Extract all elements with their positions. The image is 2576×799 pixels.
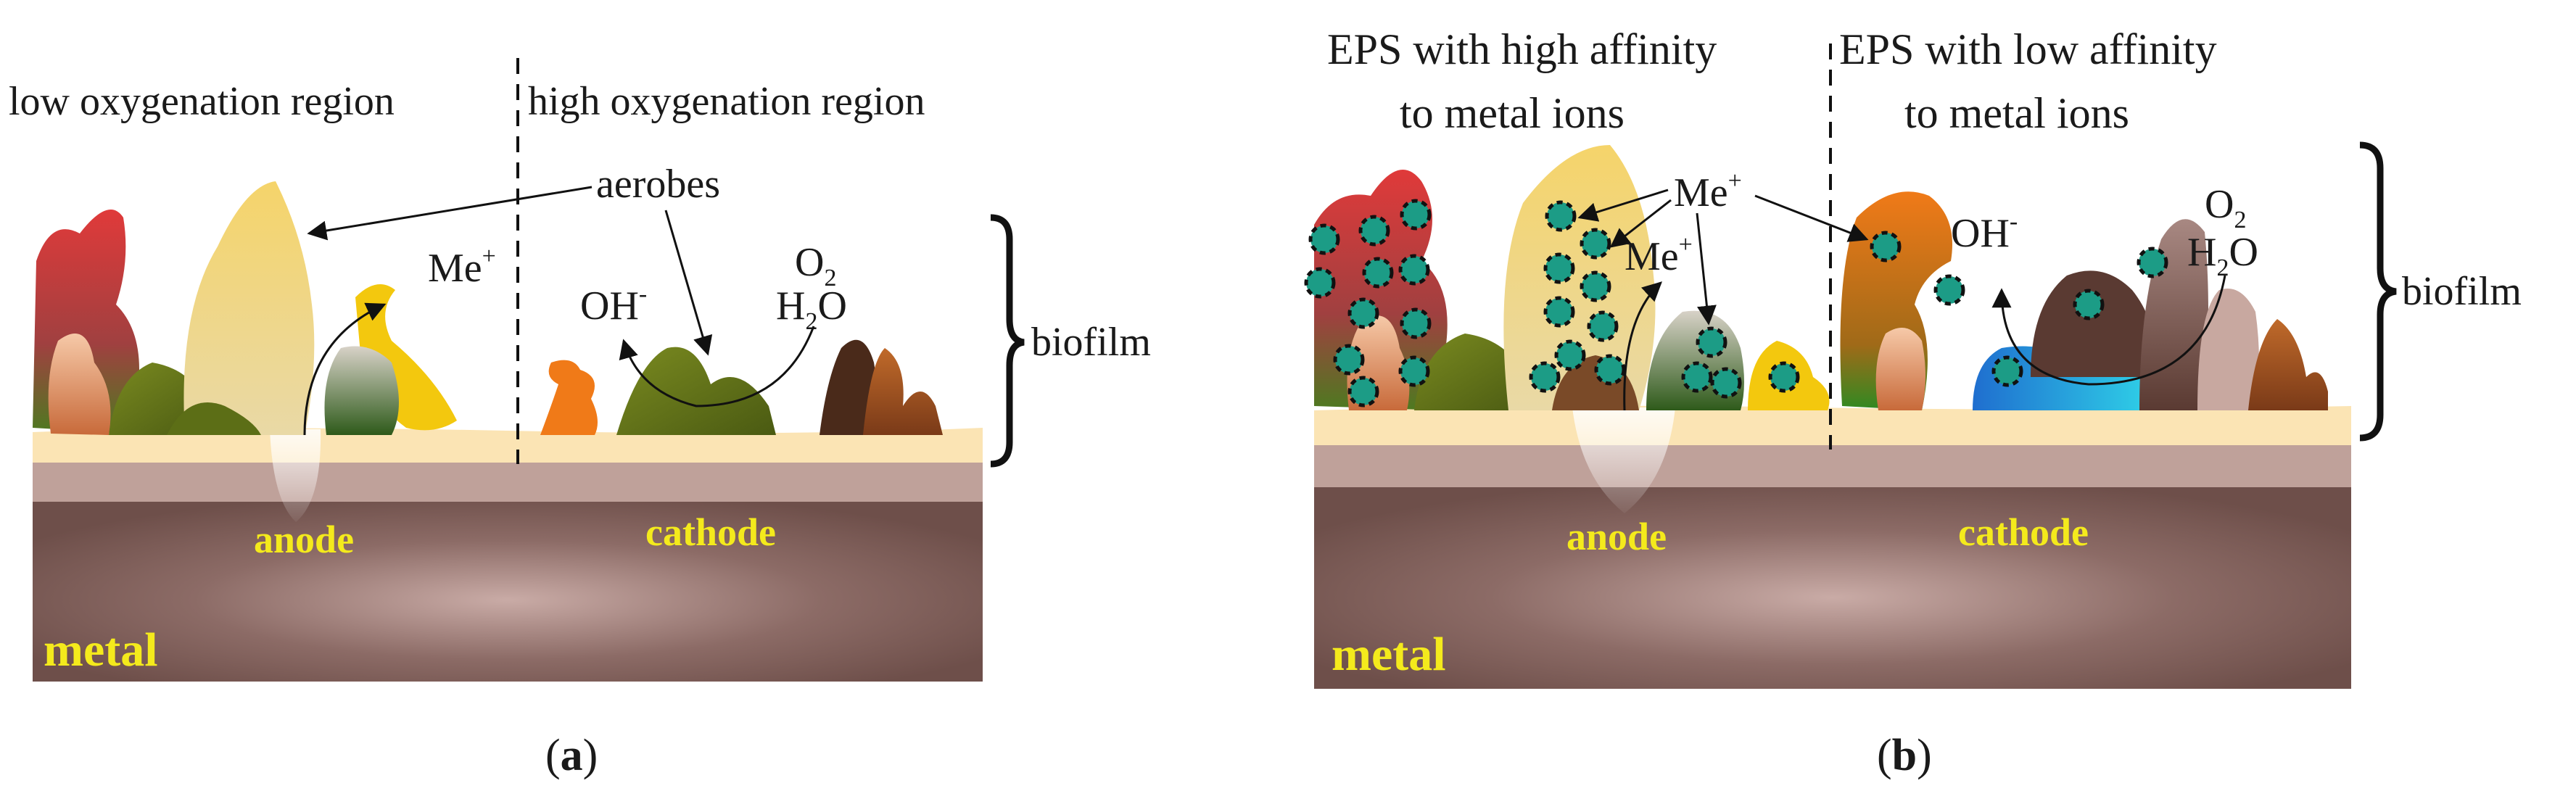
metal-ion-dot bbox=[1347, 376, 1379, 407]
anode-label-a: anode bbox=[254, 518, 354, 561]
microbe-peach-a bbox=[48, 334, 111, 435]
microbe-orange-a bbox=[540, 360, 598, 435]
metal-ion-dot bbox=[1933, 274, 1965, 306]
hydroxide-label-a: OH- bbox=[580, 281, 647, 328]
water-label-a: H2O bbox=[776, 283, 847, 335]
metal-ion-dot bbox=[1543, 252, 1575, 284]
caption-a: (a) bbox=[545, 731, 598, 780]
aerobes-arrow-right bbox=[664, 210, 713, 356]
metal-ion-label-b-2: Me+ bbox=[1625, 231, 1693, 279]
metal-ion-dot bbox=[1594, 354, 1626, 386]
metal-ion-dot bbox=[1545, 200, 1577, 232]
metal-ion-dot bbox=[1554, 339, 1586, 371]
metal-ion-label-b: Me+ bbox=[1674, 167, 1742, 215]
microbe-mauve-dark-b bbox=[2031, 270, 2155, 377]
metal-ion-dot bbox=[1398, 355, 1430, 387]
passive-layer-a bbox=[33, 461, 983, 502]
water-label-b: H2O bbox=[2187, 230, 2258, 281]
microbe-rust-b bbox=[2248, 319, 2328, 410]
anode-label-b: anode bbox=[1566, 515, 1667, 558]
microbe-olive-right-a bbox=[616, 347, 776, 435]
microbe-olive-a bbox=[167, 402, 261, 435]
anode-pit-b bbox=[1572, 407, 1675, 513]
biofilm-label-b: biofilm bbox=[2402, 269, 2522, 314]
metal-substrate-a bbox=[33, 500, 983, 682]
metal-ion-dot bbox=[1681, 361, 1713, 393]
microbe-grey-a bbox=[324, 346, 399, 435]
metal-ion-dot bbox=[1308, 223, 1340, 255]
me-arrow-3 bbox=[1696, 212, 1717, 326]
metal-ion-dot bbox=[1529, 361, 1561, 393]
metal-ion-dot bbox=[1398, 254, 1430, 286]
aerobes-label: aerobes bbox=[596, 162, 720, 207]
metal-ion-dot bbox=[1696, 326, 1727, 358]
metal-ion-dot bbox=[1543, 296, 1575, 328]
metal-ion-dot bbox=[1400, 199, 1432, 231]
hydroxide-label-b: OH- bbox=[1951, 208, 2018, 256]
biofilm-label-a: biofilm bbox=[1031, 320, 1151, 365]
microbe-mauve-light-b bbox=[2197, 289, 2259, 410]
metal-ion-dot bbox=[1580, 270, 1611, 302]
biofilm-base-b bbox=[1314, 405, 2351, 445]
eps-high-affinity-line2: to metal ions bbox=[1400, 89, 1625, 137]
low-oxygenation-label: low oxygenation region bbox=[9, 79, 395, 124]
metal-ion-dot bbox=[1304, 267, 1336, 299]
metal-ion-dot bbox=[1347, 297, 1379, 329]
eps-low-affinity-line1: EPS with low affinity bbox=[1839, 25, 2217, 73]
metal-ion-dot bbox=[1870, 231, 1902, 262]
eps-high-affinity-line1: EPS with high affinity bbox=[1327, 25, 1717, 73]
oxygen-label-a: O2 bbox=[795, 240, 836, 291]
anode-pit-a bbox=[270, 429, 321, 522]
cathode-label-b: cathode bbox=[1958, 510, 2089, 554]
metal-ion-dot bbox=[1710, 367, 1742, 399]
passive-layer-b bbox=[1314, 444, 2351, 487]
metal-label-b: metal bbox=[1332, 628, 1446, 681]
me-arrow-1 bbox=[1577, 189, 1669, 222]
microbe-brown-dark-a bbox=[820, 339, 879, 435]
panel-a: low oxygenation region high oxygenation … bbox=[9, 58, 1151, 780]
metal-ion-dot bbox=[1362, 257, 1394, 289]
metal-ion-arrow-a bbox=[303, 302, 387, 436]
me-arrow-4 bbox=[1754, 194, 1869, 242]
eps-low-affinity-line2: to metal ions bbox=[1904, 89, 2129, 137]
oxygen-label-b: O2 bbox=[2205, 182, 2246, 233]
metal-ion-dot bbox=[1358, 215, 1390, 247]
metal-ion-dots bbox=[1304, 199, 2168, 407]
metal-ion-dot bbox=[1580, 228, 1611, 260]
biofilm-brace-a bbox=[990, 214, 1025, 468]
cathode-label-a: cathode bbox=[645, 510, 776, 554]
metal-substrate-b bbox=[1314, 486, 2351, 689]
reduction-arrow-b bbox=[1991, 275, 2226, 386]
aerobes-arrow-left bbox=[307, 186, 593, 241]
high-oxygenation-label: high oxygenation region bbox=[528, 79, 925, 124]
caption-b: (b) bbox=[1877, 731, 1932, 780]
metal-ion-dot bbox=[2073, 289, 2105, 320]
metal-ion-dot bbox=[1400, 307, 1432, 339]
me-arrow-2 bbox=[1609, 199, 1672, 248]
microbe-orange-b bbox=[1840, 191, 1952, 410]
metal-ion-arrow-b bbox=[1623, 281, 1662, 411]
panel-b: EPS with high affinity to metal ions EPS… bbox=[1304, 25, 2522, 780]
metal-ion-dot bbox=[2137, 247, 2168, 278]
metal-ion-label-a: Me+ bbox=[428, 243, 496, 291]
microbe-peach-right-b bbox=[1875, 328, 1925, 410]
microbe-rust-a bbox=[863, 348, 943, 435]
reduction-arrow-a bbox=[619, 326, 815, 407]
biofilm-brace-b bbox=[2359, 141, 2397, 442]
metal-ion-dot bbox=[1768, 361, 1800, 393]
microbe-tall-yellow-a bbox=[183, 181, 315, 435]
metal-label-a: metal bbox=[44, 624, 158, 676]
metal-ion-dot bbox=[1991, 355, 2023, 387]
metal-ion-dot bbox=[1333, 344, 1365, 376]
metal-ion-dot bbox=[1587, 310, 1619, 342]
microbe-tall-yellow-b bbox=[1503, 145, 1656, 410]
